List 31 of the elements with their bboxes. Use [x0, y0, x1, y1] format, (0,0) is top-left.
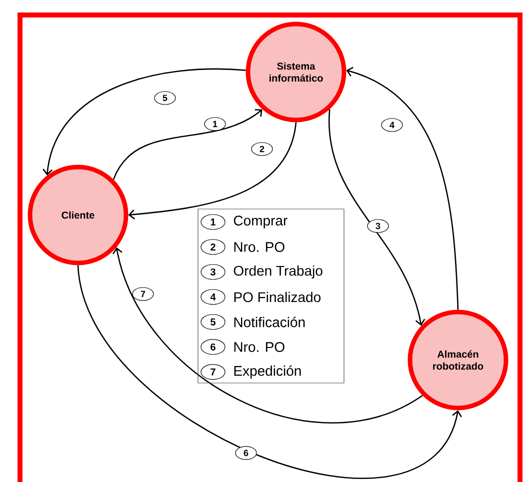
edge-label: 7: [132, 287, 154, 301]
circle-node: Almacén robotizado: [408, 310, 508, 410]
arrow: [128, 122, 297, 220]
legend-number: 2: [200, 239, 226, 255]
legend-text: Orden Trabajo: [234, 265, 322, 278]
legend-number: 4: [200, 289, 226, 305]
edge-label: 4: [381, 118, 403, 132]
edge-label: 2: [251, 142, 273, 156]
legend-text: PO Finalizado: [234, 292, 321, 302]
legend-text: Nro. PO: [234, 242, 284, 252]
circle-node: Sistema informático: [246, 22, 346, 122]
legend-number: 5: [200, 314, 226, 330]
arrow: [112, 109, 262, 180]
arrow: [112, 247, 423, 424]
legend-text: Notificación: [234, 316, 305, 328]
arrow: [346, 66, 459, 310]
arrow: [328, 109, 426, 326]
legend-number: 7: [200, 364, 226, 380]
legend-text: Nro. PO: [234, 342, 284, 352]
edge-label: 5: [154, 91, 176, 105]
edge-label: 6: [235, 446, 257, 460]
legend-number: 1: [200, 214, 226, 230]
arrow: [77, 265, 462, 478]
legend-text: Comprar: [234, 216, 288, 228]
legend-number: 6: [200, 339, 226, 355]
circle-node: Cliente: [28, 164, 128, 266]
legend-text: Expedición: [234, 365, 301, 379]
edge-label: 3: [367, 219, 389, 233]
legend-number: 3: [200, 264, 226, 280]
edge-label: 1: [204, 117, 226, 131]
arrow: [42, 68, 246, 176]
